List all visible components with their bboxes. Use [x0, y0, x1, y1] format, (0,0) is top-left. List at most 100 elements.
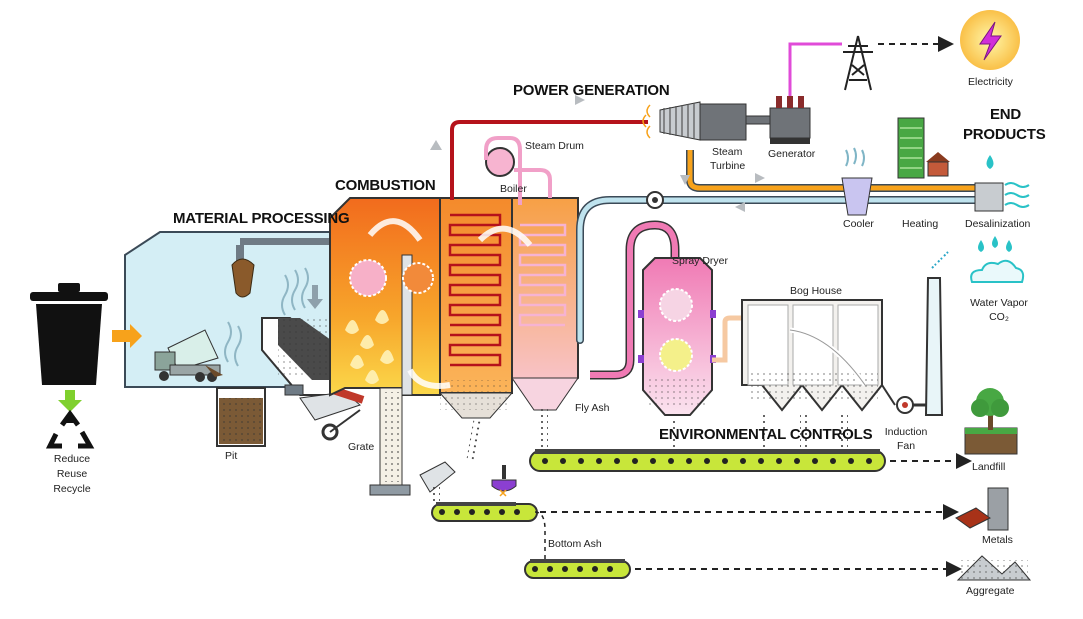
conveyor-roller	[607, 566, 613, 572]
conveyor-rollers	[439, 458, 872, 572]
conveyor-roller	[484, 509, 490, 515]
generator	[769, 42, 842, 144]
flow-arrows	[430, 95, 765, 212]
combustion-furnace	[329, 197, 441, 496]
conveyor-roller	[499, 509, 505, 515]
induction-fan-label-1: Induction	[884, 426, 928, 438]
steam-line	[450, 120, 648, 205]
end-products-heading-line-2: PRODUCTS	[963, 126, 1046, 143]
grate-label: Grate	[348, 441, 375, 453]
electricity-icon	[960, 10, 1020, 70]
desalinization-label: Desalinization	[965, 218, 1031, 230]
conveyor-roller	[532, 566, 538, 572]
conveyor-roller	[758, 458, 764, 464]
input-arrow	[112, 324, 142, 348]
generator-label: Generator	[768, 148, 816, 160]
cooler-icon	[841, 147, 873, 216]
electricity-label: Electricity	[968, 76, 1013, 88]
conveyor-roller	[542, 458, 548, 464]
steam-turbine-label-2: Turbine	[710, 160, 746, 172]
duct-to-bag-house	[712, 315, 742, 363]
pit-label: Pit	[225, 450, 238, 462]
conveyor-roller	[469, 509, 475, 515]
conveyor-roller	[514, 509, 520, 515]
steam-turbine	[642, 101, 771, 141]
bag-house-label: Bog House	[790, 285, 842, 297]
conveyor-roller	[439, 509, 445, 515]
boiler-label: Boiler	[500, 183, 527, 195]
environmental-controls-heading: ENVIRONMENTAL CONTROLS	[659, 426, 873, 443]
conveyor-roller	[704, 458, 710, 464]
conveyor-roller	[578, 458, 584, 464]
conveyor-roller	[722, 458, 728, 464]
conveyor-roller	[614, 458, 620, 464]
power-generation-heading: POWER GENERATION	[513, 82, 670, 99]
water-vapor-label: Water Vapor	[970, 297, 1028, 309]
induction-fan	[881, 384, 930, 414]
steam-drum-label: Steam Drum	[525, 140, 584, 152]
garbage-truck	[154, 329, 223, 382]
induction-fan-label-2: Fan	[896, 440, 916, 452]
cooling-line	[576, 191, 999, 344]
fire-spheres	[349, 259, 434, 297]
trash-bin-icon	[30, 283, 108, 385]
conveyor-roller	[562, 566, 568, 572]
flames	[345, 310, 394, 384]
waste-pit	[216, 387, 266, 447]
bottom-ash-drop	[534, 511, 546, 560]
conveyor-roller	[547, 566, 553, 572]
conveyor-roller	[632, 458, 638, 464]
heating-label: Heating	[902, 218, 939, 230]
metals-icon	[955, 487, 1009, 531]
bottom-ash-label: Bottom Ash	[548, 538, 602, 550]
conveyor-roller	[866, 458, 872, 464]
magnet-icon	[491, 465, 517, 497]
co2-label: CO₂	[989, 311, 1009, 323]
conveyor-roller	[848, 458, 854, 464]
material-processing-heading: MATERIAL PROCESSING	[173, 210, 350, 227]
fly-ash-label: Fly Ash	[575, 402, 610, 414]
desalinization-icon	[974, 155, 1030, 212]
recycle-label: Recycle	[53, 483, 91, 495]
spray-dryer-label: Spray Dryer	[672, 255, 729, 267]
landfill-icon	[964, 388, 1018, 455]
reduce-label: Reduce	[53, 453, 91, 465]
turbine-exhaust-line	[686, 150, 995, 192]
cooler-label: Cooler	[843, 218, 874, 230]
aggregate-icon	[956, 555, 1032, 581]
conveyor-roller	[577, 566, 583, 572]
conveyor-roller	[560, 458, 566, 464]
bag-house	[741, 299, 883, 412]
combustion-heading: COMBUSTION	[335, 177, 436, 194]
conveyor-roller	[668, 458, 674, 464]
conveyor-roller	[830, 458, 836, 464]
conveyor-roller	[776, 458, 782, 464]
conveyor-roller	[592, 566, 598, 572]
water-vapor-icon	[970, 236, 1025, 283]
recycle-arrow	[58, 390, 82, 412]
conveyor-roller	[740, 458, 746, 464]
spray-dryer	[590, 220, 716, 416]
end-products-heading-line-1: END	[990, 106, 1022, 123]
conveyor-roller	[454, 509, 460, 515]
conveyor-roller	[686, 458, 692, 464]
boiler-tubes	[448, 213, 502, 367]
economizer-tubes	[518, 223, 567, 327]
heating-icon	[897, 117, 950, 179]
feed-hopper	[261, 317, 339, 396]
conveyor-roller	[812, 458, 818, 464]
reuse-label: Reuse	[56, 468, 88, 480]
metals-label: Metals	[982, 534, 1013, 546]
landfill-label: Landfill	[972, 461, 1006, 473]
recycle-icon	[45, 409, 95, 449]
ash-dots	[466, 408, 848, 461]
transmission-tower-icon	[843, 35, 873, 91]
conveyor-roller	[596, 458, 602, 464]
stack	[924, 251, 949, 416]
steam-drum	[485, 147, 515, 177]
conveyor-roller	[650, 458, 656, 464]
aggregate-label: Aggregate	[966, 585, 1015, 597]
ash-chute	[419, 461, 456, 503]
conveyor-roller	[794, 458, 800, 464]
